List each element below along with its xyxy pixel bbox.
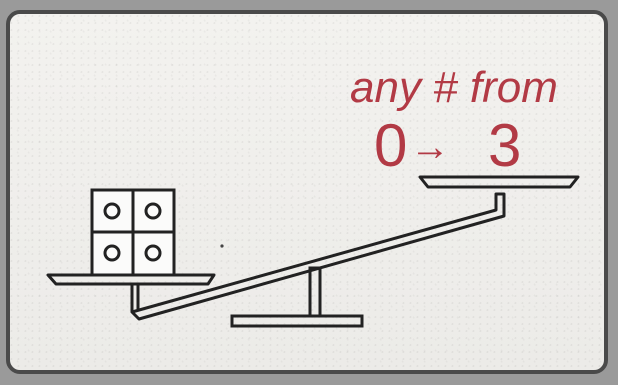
block-top <box>92 190 174 232</box>
seesaw-beam <box>132 194 504 319</box>
seesaw-stand <box>310 268 320 316</box>
worksheet-card: any # from 0 → 3 <box>6 10 608 374</box>
annotation-three: 3 <box>488 112 521 179</box>
pencil-dot <box>220 244 223 247</box>
annotation-line-2: 0 → 3 <box>374 112 521 179</box>
block-bottom <box>92 232 174 275</box>
left-pan-stem <box>132 284 138 312</box>
balance-diagram: any # from 0 → 3 <box>10 14 608 374</box>
annotation-zero: 0 <box>374 112 407 179</box>
annotation-arrow: → <box>410 125 450 169</box>
seesaw-base <box>232 316 362 326</box>
annotation-line-1: any # from <box>350 63 558 112</box>
